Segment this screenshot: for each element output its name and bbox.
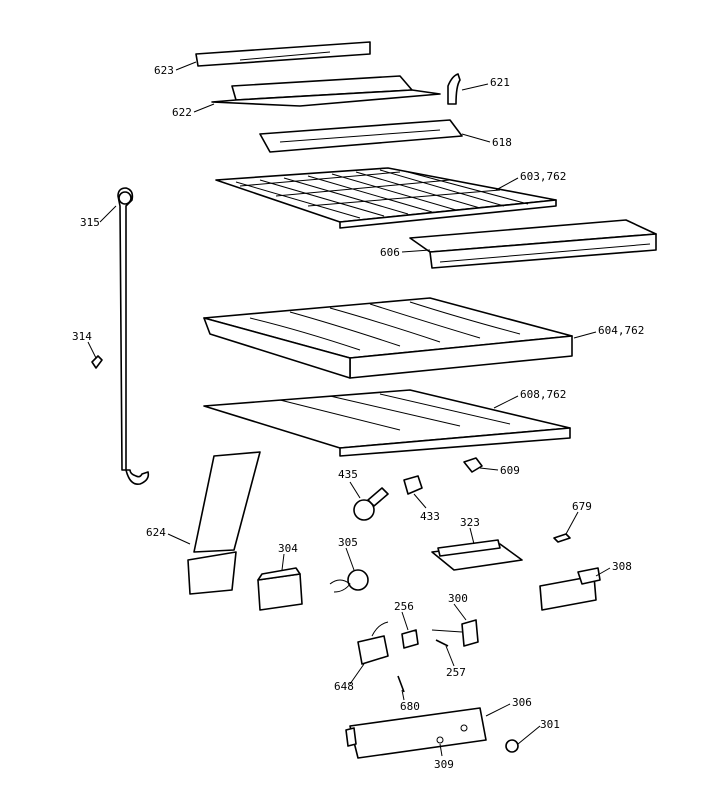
leader-line-323 [469, 527, 475, 545]
part-435-light-bulb [353, 487, 389, 521]
leader-lines [87, 61, 611, 757]
leader-line-315 [99, 205, 117, 223]
callout-labels: 623 622 621 618 603,762 315 606 314 604,762 608,7… [72, 64, 644, 771]
part-680-screw [397, 675, 405, 693]
leader-line-679 [565, 511, 579, 535]
part-256-connector [401, 629, 419, 649]
callout-label-648: 648 [334, 680, 354, 693]
leader-line-256 [401, 611, 409, 631]
part-604-drawer [203, 297, 573, 379]
callout-label-314: 314 [72, 330, 92, 343]
callout-label-304: 304 [278, 542, 298, 555]
leader-line-624 [167, 533, 191, 545]
part-308-bracket [539, 567, 601, 611]
part-622-cover [211, 75, 441, 107]
callout-label-606: 606 [380, 246, 400, 259]
callout-label-256: 256 [394, 600, 414, 613]
leader-line-257 [445, 645, 455, 667]
part-621-sensor [447, 73, 461, 105]
leader-line-306 [485, 703, 511, 717]
callout-label-315: 315 [80, 216, 100, 229]
leader-line-305 [345, 547, 355, 571]
leader-line-603 [495, 177, 519, 191]
callout-label-680: 680 [400, 700, 420, 713]
leader-line-301 [517, 725, 541, 745]
part-623-trim-strip [195, 41, 371, 67]
part-618-bracket [259, 119, 463, 153]
leader-line-300 [453, 603, 467, 621]
leader-line-309 [439, 743, 443, 757]
leader-line-608 [493, 395, 519, 409]
leader-line-622 [193, 103, 215, 113]
callout-label-309: 309 [434, 758, 454, 771]
leader-line-623 [175, 61, 197, 71]
part-609-grommet [463, 457, 483, 473]
callout-label-609: 609 [500, 464, 520, 477]
leader-line-304 [281, 553, 285, 571]
callout-label-257: 257 [446, 666, 466, 679]
leader-line-433 [413, 493, 427, 509]
part-603-wire-shelf [215, 167, 557, 229]
leader-line-621 [461, 83, 489, 91]
callout-label-679: 679 [572, 500, 592, 513]
callout-label-323: 323 [460, 516, 480, 529]
callout-label-608: 608,762 [520, 388, 566, 401]
callout-label-435: 435 [338, 468, 358, 481]
part-300-switch [431, 619, 479, 647]
leader-line-618 [461, 133, 491, 143]
part-315-drain-tube [117, 187, 150, 486]
callout-label-624: 624 [146, 526, 166, 539]
callout-label-618: 618 [492, 136, 512, 149]
part-306-base-bracket [345, 707, 487, 759]
leader-line-314 [87, 341, 97, 359]
callout-label-603: 603,762 [520, 170, 566, 183]
part-257-screw [435, 639, 449, 647]
part-314-clip [91, 355, 103, 369]
leader-line-308 [595, 567, 611, 577]
leader-line-648 [349, 663, 365, 685]
part-624-panel [187, 451, 261, 595]
callout-label-305: 305 [338, 536, 358, 549]
callout-label-433: 433 [420, 510, 440, 523]
leader-line-609 [479, 467, 499, 471]
part-323-housing [431, 539, 523, 571]
part-608-pan [203, 389, 571, 457]
leader-line-606 [401, 249, 431, 253]
callout-label-306: 306 [512, 696, 532, 709]
part-433-socket [403, 475, 423, 495]
callout-label-621: 621 [490, 76, 510, 89]
callout-label-300: 300 [448, 592, 468, 605]
callout-label-308: 308 [612, 560, 632, 573]
callout-label-604: 604,762 [598, 324, 644, 337]
leader-line-604 [573, 331, 597, 339]
part-304-relay [257, 567, 303, 611]
part-305-motor [329, 569, 369, 593]
part-648-thermostat [357, 621, 389, 665]
callout-label-622: 622 [172, 106, 192, 119]
leader-line-435 [349, 481, 361, 499]
part-301-nut [505, 739, 519, 753]
part-606-crisper-front [409, 219, 657, 269]
callout-label-301: 301 [540, 718, 560, 731]
callout-label-623: 623 [154, 64, 174, 77]
leader-line-680 [401, 689, 405, 701]
part-679-screw [553, 533, 571, 543]
